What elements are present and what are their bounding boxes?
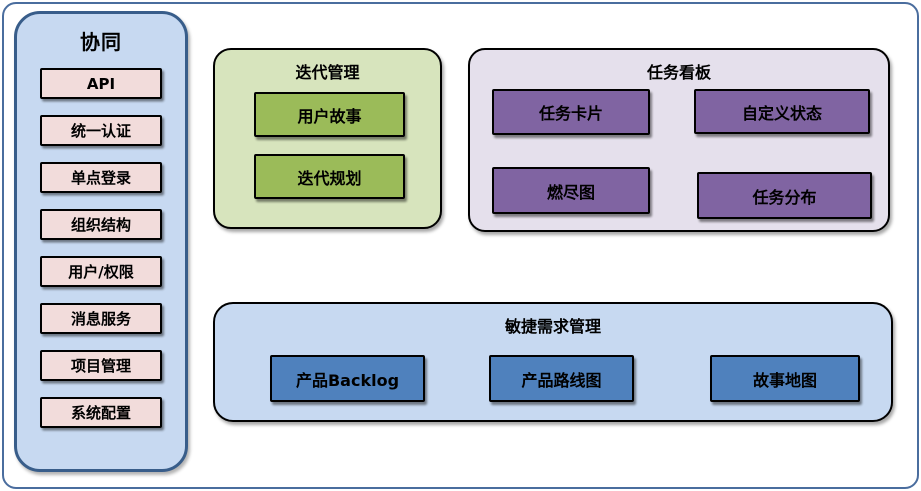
iteration-management-title: 迭代管理	[295, 63, 360, 82]
item-task-distribution: 任务分布	[697, 172, 872, 219]
item-product-backlog: 产品Backlog	[270, 355, 425, 402]
sidebar-item-unified-auth: 统一认证	[40, 115, 162, 146]
item-custom-status: 自定义状态	[694, 89, 870, 134]
item-burndown-chart: 燃尽图	[492, 167, 650, 214]
collaboration-panel: 协同 API 统一认证 单点登录 组织结构 用户/权限 消息服务 项目管理 系统…	[14, 11, 188, 472]
item-story-map: 故事地图	[710, 355, 860, 402]
agile-requirements-section: 敏捷需求管理 产品Backlog 产品路线图 故事地图	[213, 302, 893, 422]
item-iteration-planning: 迭代规划	[254, 154, 405, 199]
sidebar-item-message-service: 消息服务	[40, 303, 162, 334]
collaboration-item-list: API 统一认证 单点登录 组织结构 用户/权限 消息服务 项目管理 系统配置	[40, 68, 162, 428]
sidebar-item-system-config: 系统配置	[40, 397, 162, 428]
iteration-management-section: 迭代管理 用户故事 迭代规划	[213, 48, 442, 229]
agile-requirements-title: 敏捷需求管理	[504, 317, 601, 336]
sidebar-item-project-management: 项目管理	[40, 350, 162, 381]
sidebar-item-org-structure: 组织结构	[40, 209, 162, 240]
task-kanban-title: 任务看板	[646, 63, 711, 82]
task-kanban-section: 任务看板 任务卡片 自定义状态 燃尽图 任务分布	[468, 48, 890, 232]
sidebar-item-api: API	[40, 68, 162, 99]
sidebar-item-sso: 单点登录	[40, 162, 162, 193]
collaboration-panel-title: 协同	[80, 30, 122, 54]
sidebar-item-user-permissions: 用户/权限	[40, 256, 162, 287]
item-user-story: 用户故事	[254, 92, 405, 137]
item-task-card: 任务卡片	[492, 89, 650, 135]
item-product-roadmap: 产品路线图	[489, 355, 634, 402]
